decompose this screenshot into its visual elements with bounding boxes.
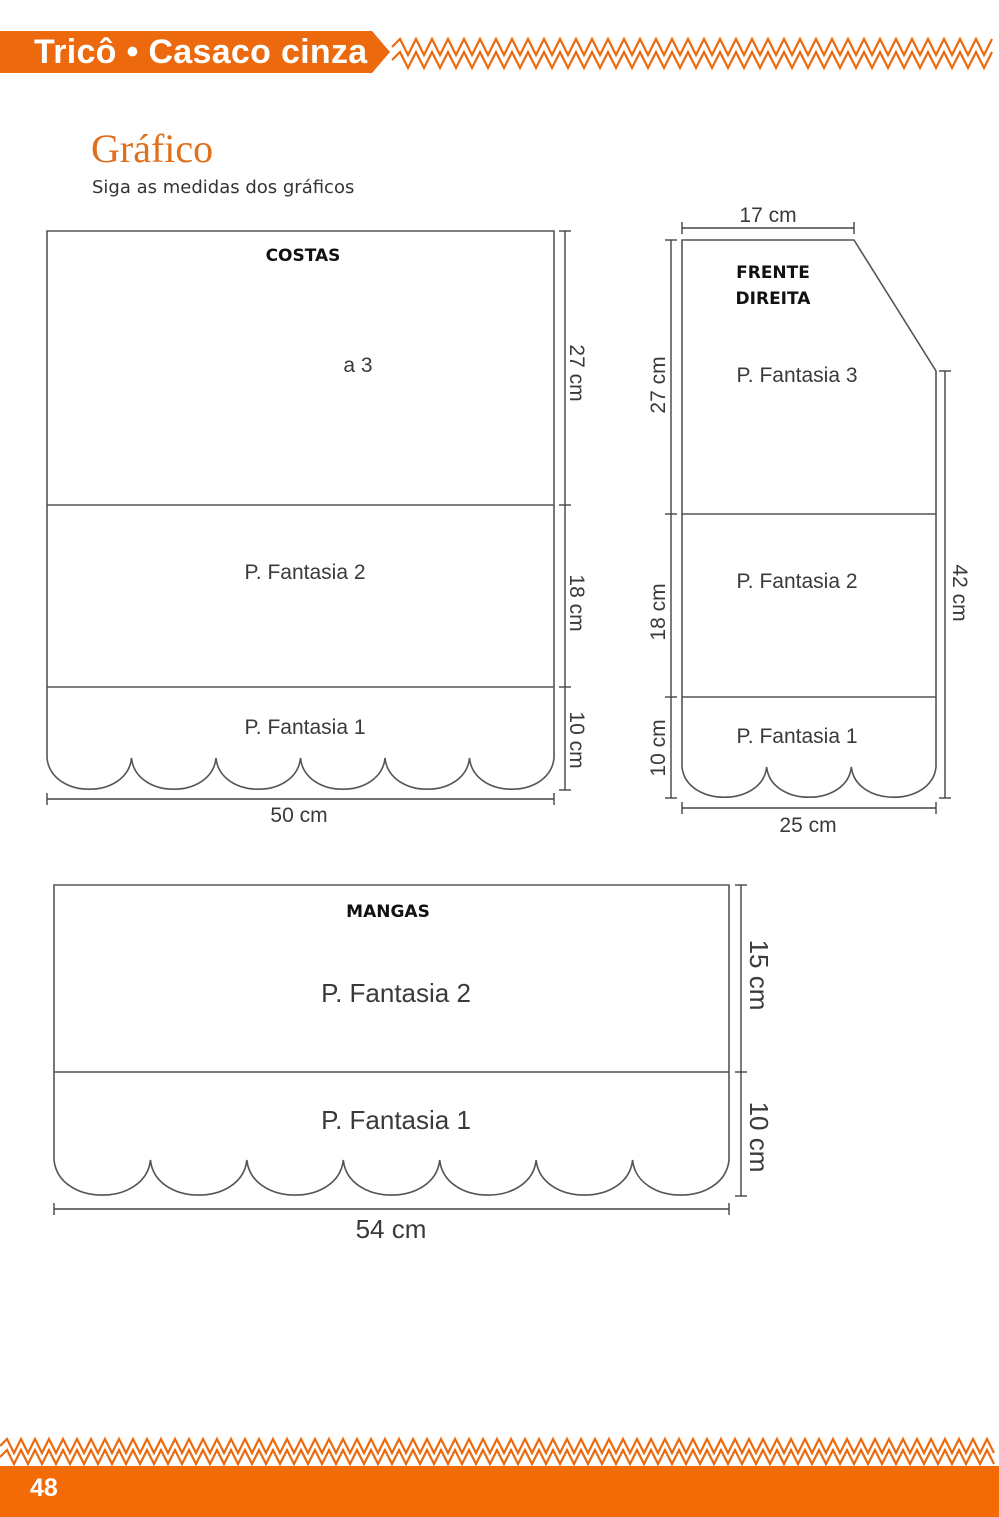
header-bar [0, 31, 372, 73]
frente-zone-label: P. Fantasia 3 [736, 364, 857, 387]
footer-zigzag-border [0, 1436, 995, 1456]
piece-frente-direita: FRENTE DIREITA P. Fantasia 3 P. Fantasia… [647, 204, 971, 837]
header-arrow-tip [372, 31, 390, 73]
header-zigzag-border [391, 49, 993, 71]
frente-width-label: 25 cm [779, 814, 836, 837]
frente-title-line2: DIREITA [736, 289, 812, 309]
costas-height-label: 18 cm [565, 574, 588, 631]
frente-top-width-label: 17 cm [739, 204, 796, 227]
mangas-zone-label: P. Fantasia 2 [321, 978, 471, 1008]
costas-width-label: 50 cm [270, 804, 327, 827]
frente-outline [681, 239, 937, 798]
page-number: 48 [30, 1474, 58, 1502]
costas-title: COSTAS [266, 246, 341, 266]
section-title: Gráfico [91, 126, 214, 171]
section-subtitle: Siga as medidas dos gráficos [92, 177, 355, 198]
piece-costas: COSTAS a 3 P. Fantasia 2 P. Fantasia 1 2… [46, 230, 588, 827]
mangas-title: MANGAS [346, 902, 430, 922]
frente-height-label: 10 cm [647, 719, 670, 776]
piece-mangas: MANGAS P. Fantasia 2 P. Fantasia 1 15 cm… [53, 884, 774, 1244]
mangas-height-label: 10 cm [744, 1102, 774, 1173]
mangas-zone-label: P. Fantasia 1 [321, 1105, 471, 1135]
footer-zigzag-border [0, 1447, 995, 1467]
frente-height-label: 27 cm [647, 356, 670, 413]
costas-zone-label: a 3 [343, 354, 372, 377]
costas-height-label: 27 cm [565, 344, 588, 401]
frente-title-line1: FRENTE [736, 263, 810, 283]
header-title: Tricô • Casaco cinza [34, 33, 368, 71]
frente-total-height-label: 42 cm [948, 564, 971, 621]
costas-outline [46, 230, 555, 790]
header-zigzag-border [391, 36, 993, 58]
mangas-height-label: 15 cm [744, 940, 774, 1011]
mangas-width-label: 54 cm [356, 1214, 427, 1244]
frente-height-label: 18 cm [647, 583, 670, 640]
costas-zone-label: P. Fantasia 2 [244, 561, 365, 584]
frente-zone-label: P. Fantasia 2 [736, 570, 857, 593]
frente-zone-label: P. Fantasia 1 [736, 725, 857, 748]
costas-zone-label: P. Fantasia 1 [244, 716, 365, 739]
footer-bar [0, 1466, 999, 1517]
costas-height-label: 10 cm [565, 711, 588, 768]
mangas-outline [53, 884, 730, 1196]
